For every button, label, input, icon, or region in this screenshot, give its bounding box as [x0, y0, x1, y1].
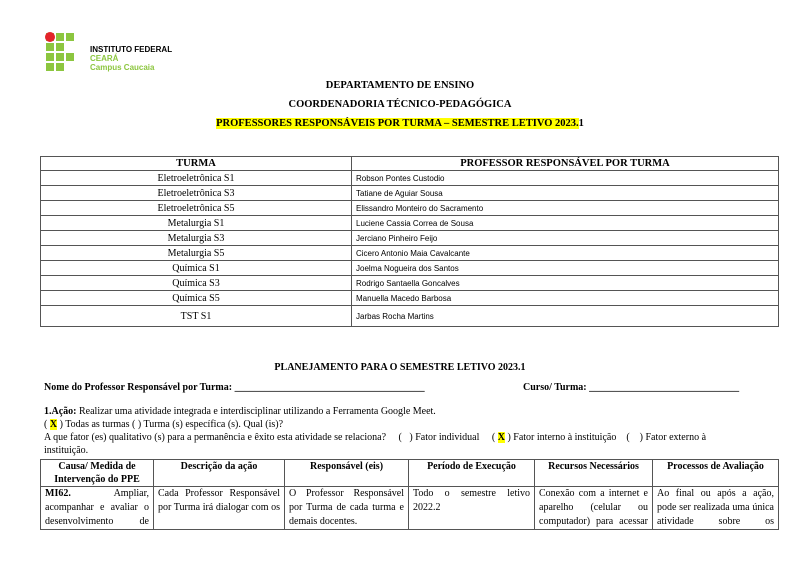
col-header-evaluation: Processos de Avaliação: [652, 459, 779, 487]
turma-cell: Química S3: [40, 275, 352, 291]
logo-text: INSTITUTO FEDERAL CEARÁ Campus Caucaia: [90, 45, 172, 72]
coordination-heading: COORDENADORIA TÉCNICO-PEDAGÓGICA: [288, 99, 512, 110]
period-cell: Todo o semestre letivo 2022.2: [408, 486, 535, 530]
course-field[interactable]: Curso/ Turma: __________________________…: [523, 382, 739, 393]
cause-text: Ampliar, acompanhar e avaliar o desenvol…: [45, 488, 149, 527]
responsible-cell: O Professor Responsável por Turma de cad…: [284, 486, 409, 530]
teacher-name-field[interactable]: Nome do Professor Responsável por Turma:…: [44, 382, 425, 393]
factor-question: A que fator (es) qualitativo (s) para a …: [44, 432, 498, 443]
turma-cell: TST S1: [40, 305, 352, 327]
professor-cell: Robson Pontes Custodio: [351, 170, 779, 186]
course-label: Curso/ Turma:: [523, 382, 587, 393]
department-heading: DEPARTAMENTO DE ENSINO: [325, 80, 475, 91]
professor-cell: Jerciano Pinheiro Feijo: [351, 230, 779, 246]
planning-title: PLANEJAMENTO PARA O SEMESTRE LETIVO 2023…: [274, 362, 526, 373]
factor-line: A que fator (es) qualitativo (s) para a …: [44, 432, 706, 443]
col-header-resources: Recursos Necessários: [534, 459, 653, 487]
turma-cell: Eletroeletrônica S5: [40, 200, 352, 216]
professor-cell: Elissandro Monteiro do Sacramento: [351, 200, 779, 216]
teachers-table: TURMA PROFESSOR RESPONSÁVEL POR TURMA El…: [40, 156, 779, 327]
scope-all-checkbox[interactable]: X: [49, 419, 58, 430]
turma-cell: Eletroeletrônica S3: [40, 185, 352, 201]
col-header-responsible: Responsável (eis): [284, 459, 409, 487]
professor-cell: Jarbas Rocha Martins: [351, 305, 779, 327]
title-suffix: 1: [578, 118, 584, 129]
professor-cell: Rodrigo Santaella Goncalves: [351, 275, 779, 291]
description-cell: Cada Professor Responsável por Turma irá…: [153, 486, 285, 530]
turma-cell: Química S1: [40, 260, 352, 276]
professor-cell: Joelma Nogueira dos Santos: [351, 260, 779, 276]
professor-cell: Tatiane de Aguiar Sousa: [351, 185, 779, 201]
logo-line1: INSTITUTO FEDERAL: [90, 45, 173, 54]
professor-cell: Manuella Macedo Barbosa: [351, 290, 779, 306]
col-header-turma: TURMA: [40, 156, 352, 171]
logo-line3: Campus Caucaia: [90, 63, 155, 72]
action-label: 1.Ação:: [44, 406, 77, 417]
course-blank[interactable]: ______________________________: [589, 382, 740, 393]
col-header-cause: Causa/ Medida de Intervenção do PPE: [40, 459, 154, 487]
cause-cell: MI62. Ampliar, acompanhar e avaliar o de…: [40, 486, 154, 530]
scope-options: ( X ) Todas as turmas ( ) Turma (s) espe…: [44, 419, 284, 430]
turma-cell: Metalurgia S1: [40, 215, 352, 231]
turma-cell: Metalurgia S5: [40, 245, 352, 261]
professor-cell: Luciene Cassia Correa de Sousa: [351, 215, 779, 231]
turma-cell: Eletroeletrônica S1: [40, 170, 352, 186]
cause-code: MI62.: [45, 488, 71, 499]
table-row: MI62. Ampliar, acompanhar e avaliar o de…: [40, 486, 779, 530]
professor-cell: Cicero Antonio Maia Cavalcante: [351, 245, 779, 261]
teacher-label: Nome do Professor Responsável por Turma:: [44, 382, 233, 393]
col-header-period: Período de Execução: [408, 459, 535, 487]
scope-options-text: ) Todas as turmas ( ) Turma (s) específi…: [59, 419, 284, 430]
teacher-blank[interactable]: ______________________________________: [234, 382, 425, 393]
planning-table: Causa/ Medida de Intervenção do PPE Desc…: [40, 459, 779, 530]
action-text: Realizar uma atividade integrada e inter…: [76, 406, 436, 417]
turma-cell: Metalurgia S3: [40, 230, 352, 246]
col-header-professor: PROFESSOR RESPONSÁVEL POR TURMA: [351, 156, 779, 171]
resources-cell: Conexão com a internet e aparelho (celul…: [534, 486, 653, 530]
document-title: PROFESSORES RESPONSÁVEIS POR TURMA – SEM…: [0, 118, 800, 129]
col-header-description: Descrição da ação: [153, 459, 285, 487]
evaluation-cell: Ao final ou após a ação, pode ser realiz…: [652, 486, 779, 530]
factor-continuation: instituição.: [44, 445, 89, 456]
factor-internal-checkbox[interactable]: X: [497, 432, 505, 443]
logo-line2: CEARÁ: [90, 54, 119, 63]
turma-cell: Química S5: [40, 290, 352, 306]
factor-options-text: ) Fator interno à instituição ( ) Fator …: [504, 432, 707, 443]
title-highlight: PROFESSORES RESPONSÁVEIS POR TURMA – SEM…: [216, 118, 579, 129]
action-line: 1.Ação: Realizar uma atividade integrada…: [44, 406, 436, 417]
